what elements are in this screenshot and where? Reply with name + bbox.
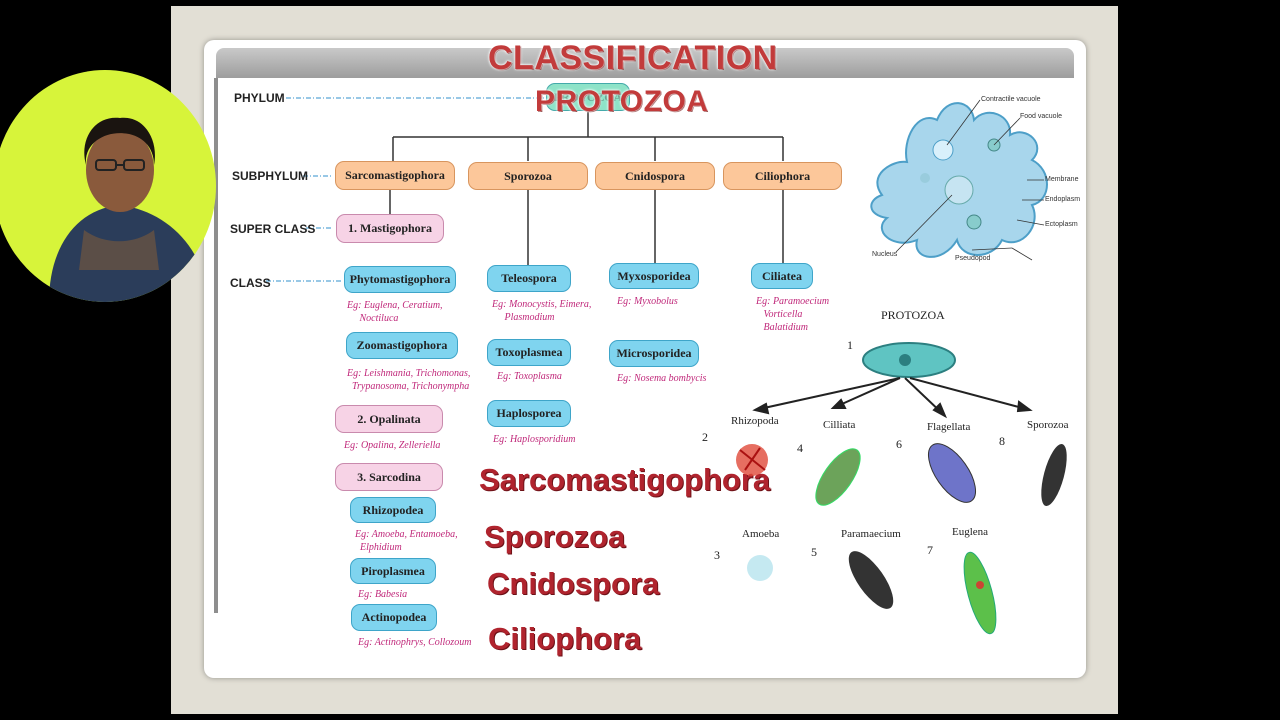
eg-opalinata: Eg: Opalina, Zelleriella (344, 440, 441, 451)
fig-number-7: 7 (927, 543, 933, 557)
fig-label-euglena: Euglena (952, 526, 989, 538)
class-haplosporea: Haplosporea (487, 400, 571, 427)
fig-label-cilliata: Cilliata (823, 419, 856, 431)
eg-zoomastigophora: Eg: Leishmania, Trichomonas, Trypanosoma… (347, 368, 471, 392)
class-toxoplasmea: Toxoplasmea (487, 339, 571, 366)
fig-number-1: 1 (847, 338, 853, 352)
label-membrane: Membrane (1045, 176, 1079, 183)
fig-number-5: 5 (811, 545, 817, 559)
subphylum-ciliophora: Ciliophora (723, 162, 842, 190)
eg-teleospora: Eg: Monocystis, Eimera, Plasmodium (492, 299, 592, 323)
class-ciliatea: Ciliatea (751, 263, 813, 289)
overlay-sarcomastigophora: Sarcomastigophora (479, 462, 771, 497)
fig-label-sporozoa: Sporozoa (1027, 419, 1069, 431)
rank-subphylum: SUBPHYLUM (232, 169, 309, 183)
class-microsporidea: Microsporidea (609, 340, 699, 367)
fig-number-8: 8 (999, 434, 1005, 448)
eg-piroplasmea: Eg: Babesia (358, 589, 408, 600)
fig-number-3: 3 (714, 548, 720, 562)
class-piroplasmea: Piroplasmea (350, 558, 436, 584)
slide-left-bar (214, 78, 218, 613)
title-line-1: CLASSIFICATION (488, 39, 778, 77)
presenter-avatar (49, 117, 209, 302)
eg-myxosporidea: Eg: Myxobolus (617, 296, 678, 307)
phylum-box: PROTOZOA (546, 83, 630, 111)
slide-header-bar (216, 48, 1074, 78)
fig-number-2: 2 (702, 430, 708, 444)
fig-number-6: 6 (896, 437, 902, 451)
fig-label-rhizopoda: Rhizopoda (731, 415, 779, 427)
presenter-webcam (0, 70, 216, 302)
eg-rhizopodea: Eg: Amoeba, Entamoeba, Elphidium (355, 529, 458, 553)
label-contractile-vacuole: Contractile vacuole (981, 96, 1041, 103)
fig-number-4: 4 (797, 441, 803, 455)
class-rhizopodea: Rhizopodea (350, 497, 436, 523)
eg-toxoplasmea: Eg: Toxoplasma (497, 371, 562, 382)
label-endoplasm: Endoplasm (1045, 196, 1081, 203)
phylum-box-label: PROTOZOA (553, 89, 623, 104)
class-actinopodea: Actinopodea (351, 604, 437, 631)
rank-superclass: SUPER CLASS (230, 222, 316, 236)
eg-actinopodea: Eg: Actinophrys, Collozoum (358, 637, 472, 648)
overlay-ciliophora: Ciliophora (488, 621, 642, 656)
class-zoomastigophora: Zoomastigophora (346, 332, 458, 359)
eg-microsporidea: Eg: Nosema bombycis (617, 373, 707, 384)
fig-label-paramaecium: Paramaecium (841, 528, 901, 540)
superclass-sarcodina: 3. Sarcodina (335, 463, 443, 491)
overlay-cnidospora: Cnidospora (487, 566, 660, 601)
label-nucleus: Nucleus (872, 251, 898, 258)
overlay-sporozoa: Sporozoa (484, 519, 626, 554)
superclass-mastigophora: 1. Mastigophora (336, 214, 444, 243)
subphylum-sporozoa: Sporozoa (468, 162, 588, 190)
rank-phylum: PHYLUM (234, 91, 285, 105)
amoeba-diagram (870, 99, 1048, 261)
class-phytomastigophora: Phytomastigophora (344, 266, 456, 293)
rank-class: CLASS (230, 276, 271, 290)
superclass-opalinata: 2. Opalinata (335, 405, 443, 433)
eg-phytomastigophora: Eg: Euglena, Ceratium, Noctiluca (347, 300, 443, 324)
label-ectoplasm: Ectoplasm (1045, 221, 1078, 228)
protozoa-figure-title: PROTOZOA (881, 308, 945, 322)
subphylum-sarcomastigophora: Sarcomastigophora (335, 161, 455, 190)
fig-label-amoeba: Amoeba (742, 528, 780, 540)
protozoa-figure-art (736, 342, 1067, 635)
label-pseudopod: Pseudopod (955, 255, 991, 262)
subphylum-cnidospora: Cnidospora (595, 162, 715, 190)
title-line-2: PROTOZOA (535, 85, 709, 118)
fig-label-flagellata: Flagellata (927, 421, 971, 433)
eg-haplosporea: Eg: Haplosporidium (493, 434, 576, 445)
label-food-vacuole: Food vacuole (1020, 113, 1063, 120)
class-myxosporidea: Myxosporidea (609, 263, 699, 289)
class-teleospora: Teleospora (487, 265, 571, 292)
eg-ciliatea: Eg: Paramoecium Vorticella Balatidium (756, 296, 830, 333)
